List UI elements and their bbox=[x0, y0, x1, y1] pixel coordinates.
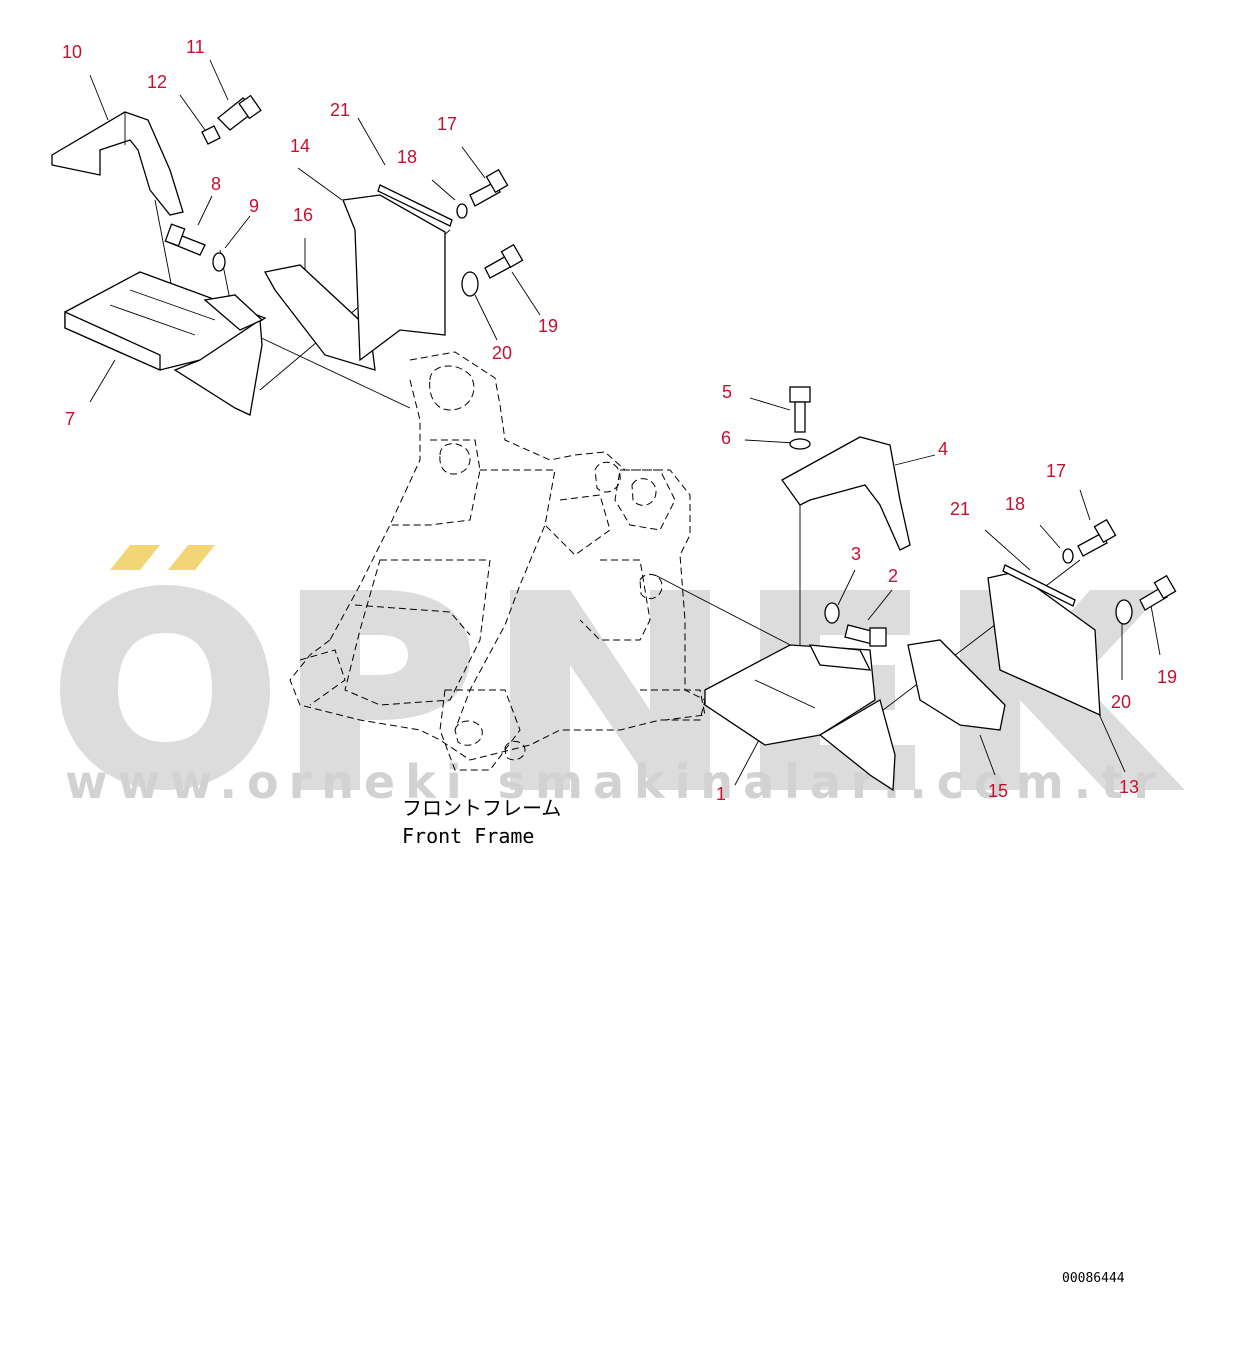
part-21-strip-right bbox=[1002, 564, 1076, 607]
callout-label: 3 bbox=[851, 544, 861, 564]
callout-label: 14 bbox=[290, 136, 310, 156]
callout-label: 20 bbox=[492, 343, 512, 363]
part-20-washer-right bbox=[1115, 599, 1133, 625]
watermark-brand-letters bbox=[60, 585, 1185, 790]
part-18-washer-right bbox=[1062, 548, 1074, 564]
watermark-url: www.orneki smakinalari.com.tr bbox=[65, 755, 1166, 809]
callout-label: 20 bbox=[1111, 692, 1131, 712]
part-3-washer bbox=[824, 602, 840, 624]
part-16-plate bbox=[263, 264, 376, 371]
callout-label: 12 bbox=[147, 72, 167, 92]
part-19-bolt bbox=[484, 243, 524, 279]
part-1-step bbox=[704, 644, 896, 792]
part-5-bolt bbox=[789, 386, 811, 433]
watermark-accent-right bbox=[168, 545, 215, 570]
callout-label: 11 bbox=[186, 37, 205, 57]
part-2-bolt bbox=[844, 624, 887, 647]
part-17-bolt-right bbox=[1077, 518, 1117, 557]
callout-label: 7 bbox=[65, 409, 75, 429]
part-9-washer bbox=[212, 252, 226, 272]
callout-label: 16 bbox=[293, 205, 313, 225]
part-15-plate bbox=[907, 639, 1006, 731]
callout-label: 4 bbox=[938, 439, 948, 459]
callout-labels: 10 11 12 21 14 17 18 8 9 16 20 19 7 5 6 … bbox=[62, 37, 1177, 804]
callout-label: 15 bbox=[988, 781, 1008, 801]
callout-label: 18 bbox=[397, 147, 417, 167]
part-17-bolt bbox=[469, 168, 509, 207]
front-frame-label-jp: フロントフレーム bbox=[402, 796, 561, 820]
watermark: www.orneki smakinalari.com.tr bbox=[60, 545, 1185, 809]
part-18-washer bbox=[456, 203, 468, 219]
part-4-cover bbox=[781, 436, 911, 551]
callout-label: 6 bbox=[721, 428, 731, 448]
callout-label: 5 bbox=[722, 382, 732, 402]
callout-label: 13 bbox=[1119, 777, 1139, 797]
callout-label: 19 bbox=[538, 316, 558, 336]
part-7-step bbox=[64, 271, 267, 416]
callout-label: 1 bbox=[716, 784, 726, 804]
part-20-washer bbox=[461, 271, 479, 297]
part-21-strip bbox=[377, 184, 453, 227]
callout-label: 21 bbox=[950, 499, 970, 519]
part-10-bracket bbox=[51, 111, 184, 216]
part-12-nut bbox=[201, 125, 221, 145]
front-frame-label-en: Front Frame bbox=[402, 824, 534, 848]
part-6-washer bbox=[789, 438, 811, 450]
callout-label: 19 bbox=[1157, 667, 1177, 687]
part-14-plate bbox=[342, 194, 446, 362]
callout-label: 9 bbox=[249, 196, 259, 216]
callout-label: 17 bbox=[437, 114, 457, 134]
callout-label: 10 bbox=[62, 42, 82, 62]
part-19-bolt-right bbox=[1139, 574, 1177, 611]
callout-label: 8 bbox=[211, 174, 221, 194]
drawing-number: 00086444 bbox=[1062, 1271, 1125, 1286]
callout-label: 2 bbox=[888, 566, 898, 586]
callout-label: 18 bbox=[1005, 494, 1025, 514]
callout-label: 17 bbox=[1046, 461, 1066, 481]
part-8-bolt bbox=[164, 223, 206, 256]
watermark-accent-left bbox=[110, 545, 160, 570]
part-11-bolt bbox=[217, 94, 262, 131]
front-frame-phantom bbox=[289, 351, 706, 771]
callout-label: 21 bbox=[330, 100, 350, 120]
